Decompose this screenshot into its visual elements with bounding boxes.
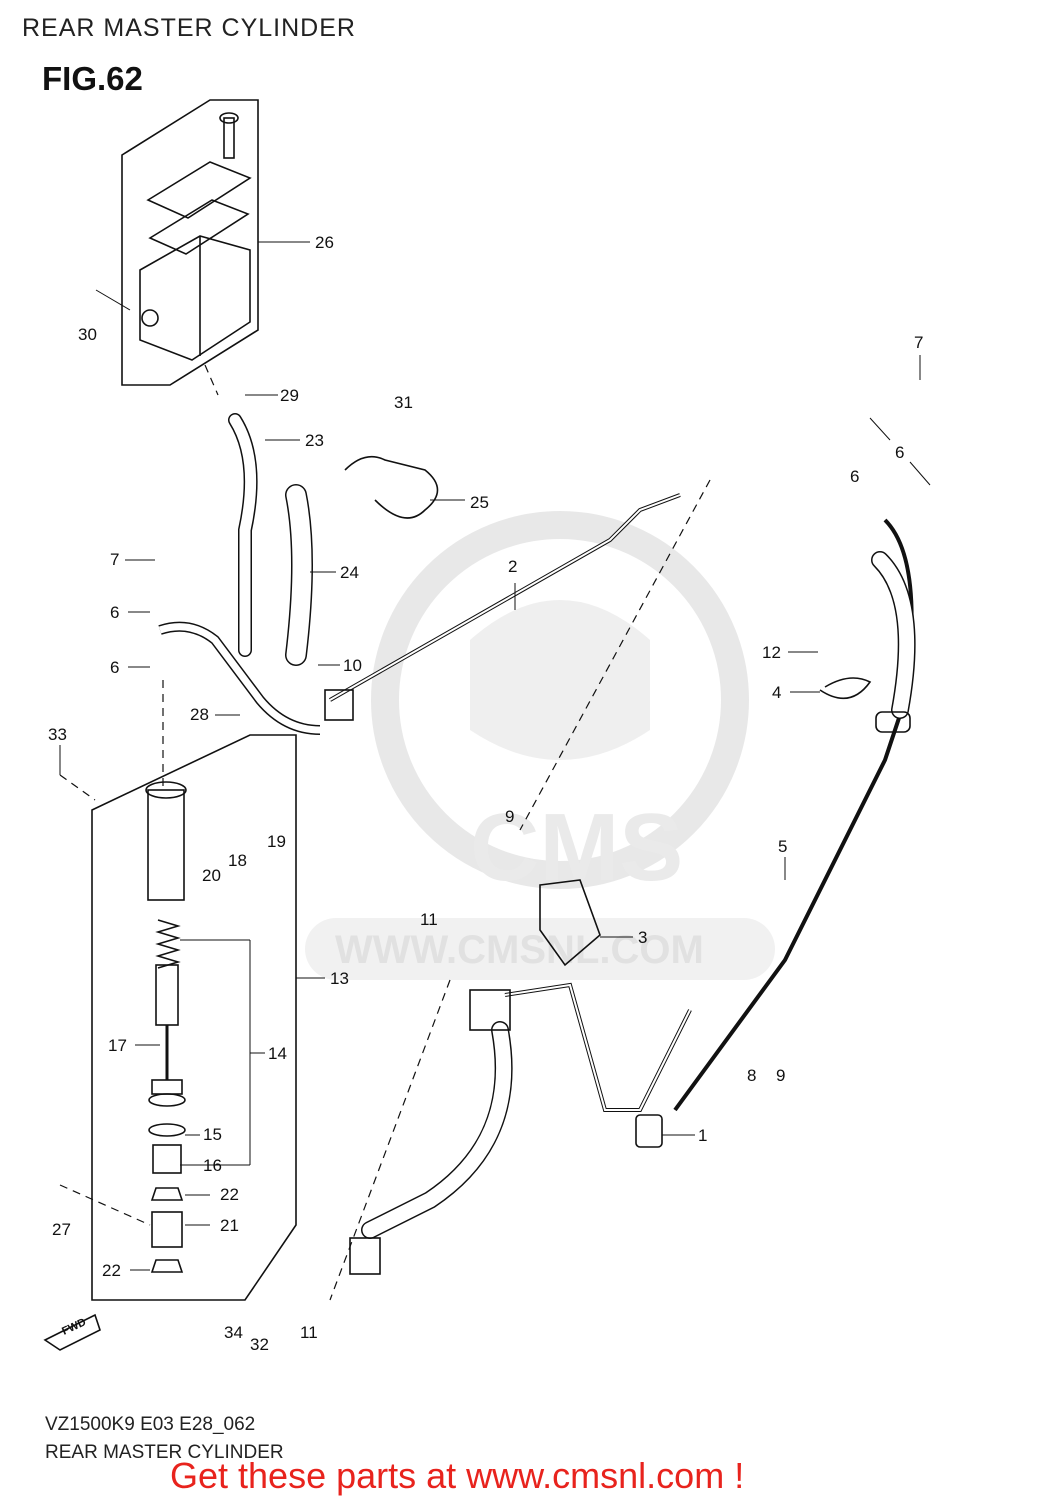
callout-6-right-lower: 6 [850,467,859,486]
callout-21: 21 [220,1216,239,1235]
fwd-arrow [43,1313,101,1351]
clevis [151,1211,183,1248]
callout-6-left-lower: 6 [110,658,119,677]
callout-7-left: 7 [110,550,119,569]
callout-25: 25 [470,493,489,512]
callout-6-right-upper: 6 [895,443,904,462]
callout-24: 24 [340,563,359,582]
cms-watermark: CMS WWW.CMSNL.COM [305,511,775,980]
callout-3: 3 [638,928,647,947]
master-cylinder-body [147,789,185,901]
callout-13: 13 [330,969,349,988]
clip-4 [819,677,872,700]
reservoir-frame [121,99,259,386]
callout-18: 18 [228,851,247,870]
callout-4: 4 [772,683,781,702]
callout-11-upper: 11 [420,910,438,929]
callout-14: 14 [268,1044,287,1063]
piston-spring [155,919,181,969]
callout-23: 23 [305,431,324,450]
callout-28: 28 [190,705,209,724]
clamp-1 [635,1114,663,1148]
callout-15: 15 [203,1125,222,1144]
callout-26: 26 [315,233,334,252]
watermark-brand: CMS [470,794,683,901]
reservoir-body [139,235,251,361]
callout-9-right: 9 [776,1066,785,1085]
header-title: REAR MASTER CYLINDER [22,14,356,42]
reservoir-screw [223,117,235,159]
callout-22-upper: 22 [220,1185,239,1204]
promo-link-text[interactable]: Get these parts at www.cmsnl.com ! [170,1455,745,1496]
wire-25 [344,455,439,519]
callout-16: 16 [203,1156,222,1175]
callout-5: 5 [778,837,787,856]
callout-20: 20 [202,866,221,885]
diagram-code: VZ1500K9 E03 E28_062 [45,1414,256,1435]
piston [155,964,179,1026]
union-block [324,689,354,721]
bracket-3 [539,879,601,967]
footer-title: REAR MASTER CYLINDER [45,1442,284,1463]
master-cylinder-frame [91,734,297,1301]
brake-pipe-lower [504,982,692,1112]
callout-30: 30 [78,325,97,344]
callout-22-lower: 22 [102,1261,121,1280]
callout-9-center: 9 [505,807,514,826]
callout-29: 29 [280,386,299,405]
joint-block-lower [349,1237,381,1275]
callout-6-left-upper: 6 [110,603,119,622]
callout-17: 17 [108,1036,127,1055]
callout-7-right: 7 [914,333,923,352]
callout-32: 32 [250,1335,269,1354]
callout-11-lower: 11 [300,1323,318,1342]
figure-label: FIG.62 [42,60,143,97]
joint-block-upper [469,989,511,1031]
watermark-logo-circle [371,511,749,889]
watermark-url: WWW.CMSNL.COM [335,928,704,972]
reservoir-cap [146,161,252,219]
callout-33: 33 [48,725,67,744]
callout-10: 10 [343,656,362,675]
callout-1: 1 [698,1126,707,1145]
callout-8: 8 [747,1066,756,1085]
callout-12: 12 [762,643,781,662]
callout-31: 31 [394,393,413,412]
callout-34: 34 [224,1323,243,1342]
callout-2: 2 [508,557,517,576]
callout-19: 19 [267,832,286,851]
callout-27: 27 [52,1220,71,1239]
